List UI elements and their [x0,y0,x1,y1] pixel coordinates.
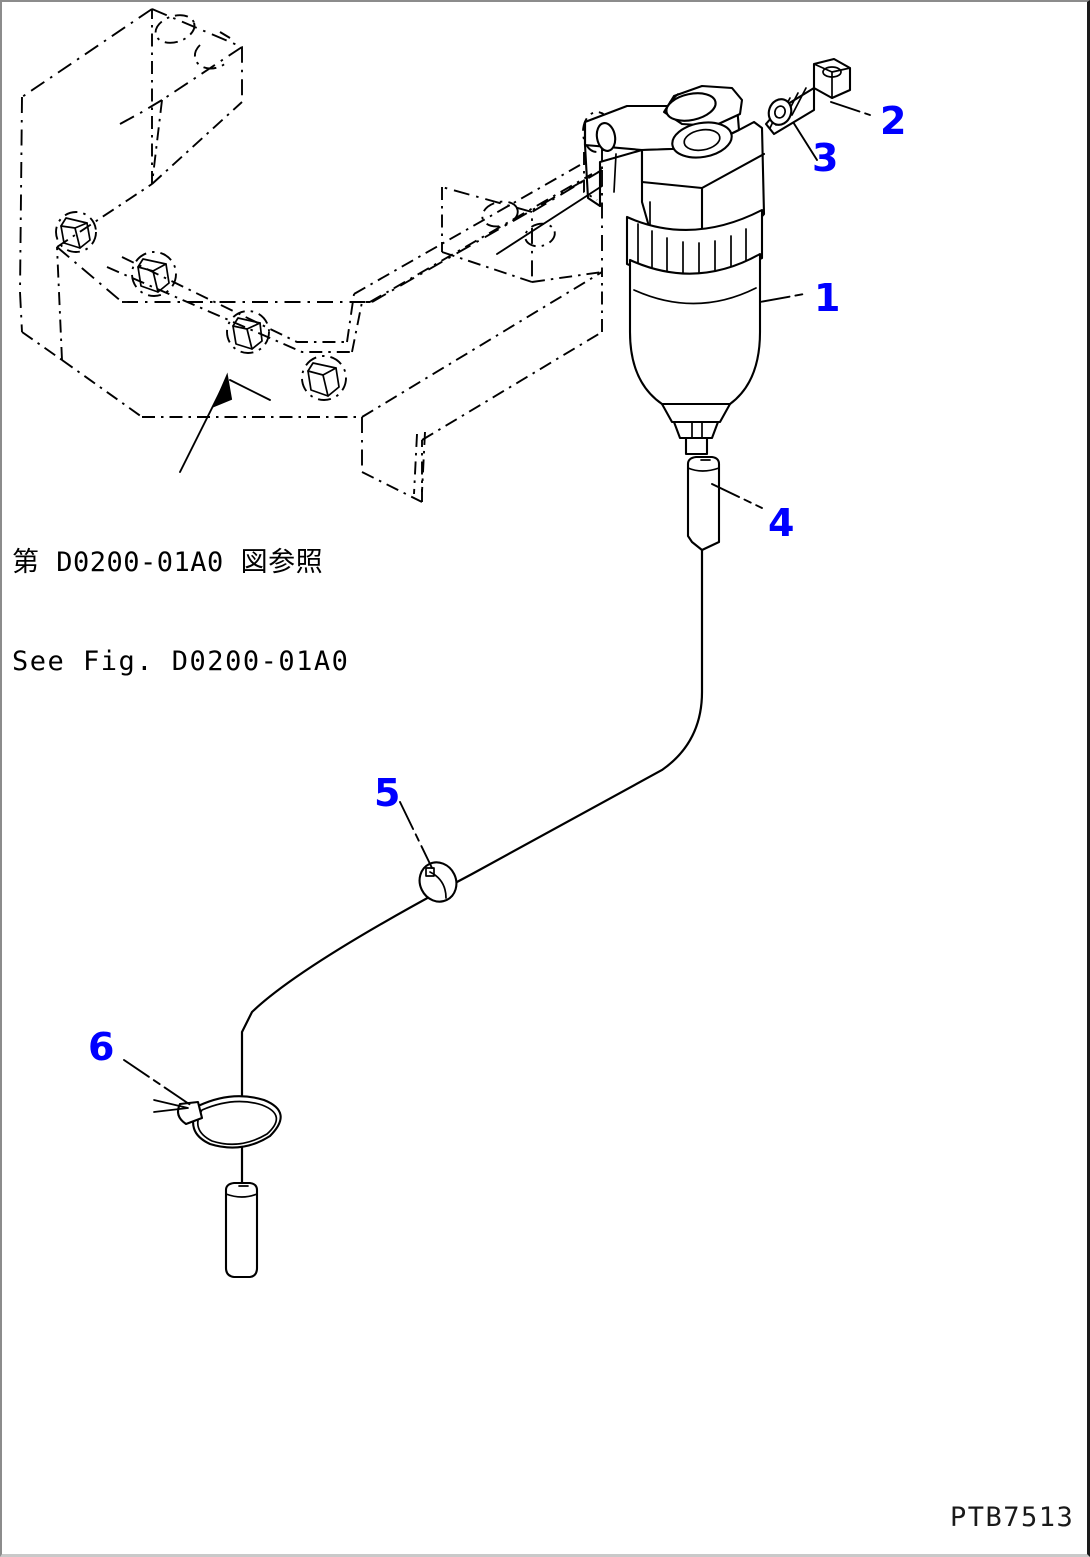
fuel-hose [240,548,704,1184]
bracket-nut [226,310,270,354]
drain-hose [686,455,763,552]
fuel-filter-assembly [583,84,766,456]
bracket-nut [131,251,177,297]
reference-arrow [179,372,271,473]
callout-4: 4 [768,501,795,545]
callout-1: 1 [814,276,841,320]
washer [767,98,793,126]
filter-mount-leader [496,185,603,255]
hose-clamp-small [399,801,458,903]
band-clamp [123,1059,282,1149]
mounting-bracket [19,8,612,503]
callout-5: 5 [374,771,401,815]
callout-2: 2 [880,99,907,143]
reference-note-english: See Fig. D0200-01A0 [12,646,350,677]
reference-note: 第 D0200-01A0 図参照 See Fig. D0200-01A0 [12,480,349,744]
sheet-code: PTB7513 [950,1502,1075,1533]
bracket-nut [301,355,347,401]
hose-lower-end [224,1181,259,1279]
callout-3: 3 [812,136,839,180]
reference-note-japanese: 第 D0200-01A0 図参照 [12,547,324,578]
bracket-nut [55,211,97,253]
callout-6: 6 [88,1025,115,1069]
